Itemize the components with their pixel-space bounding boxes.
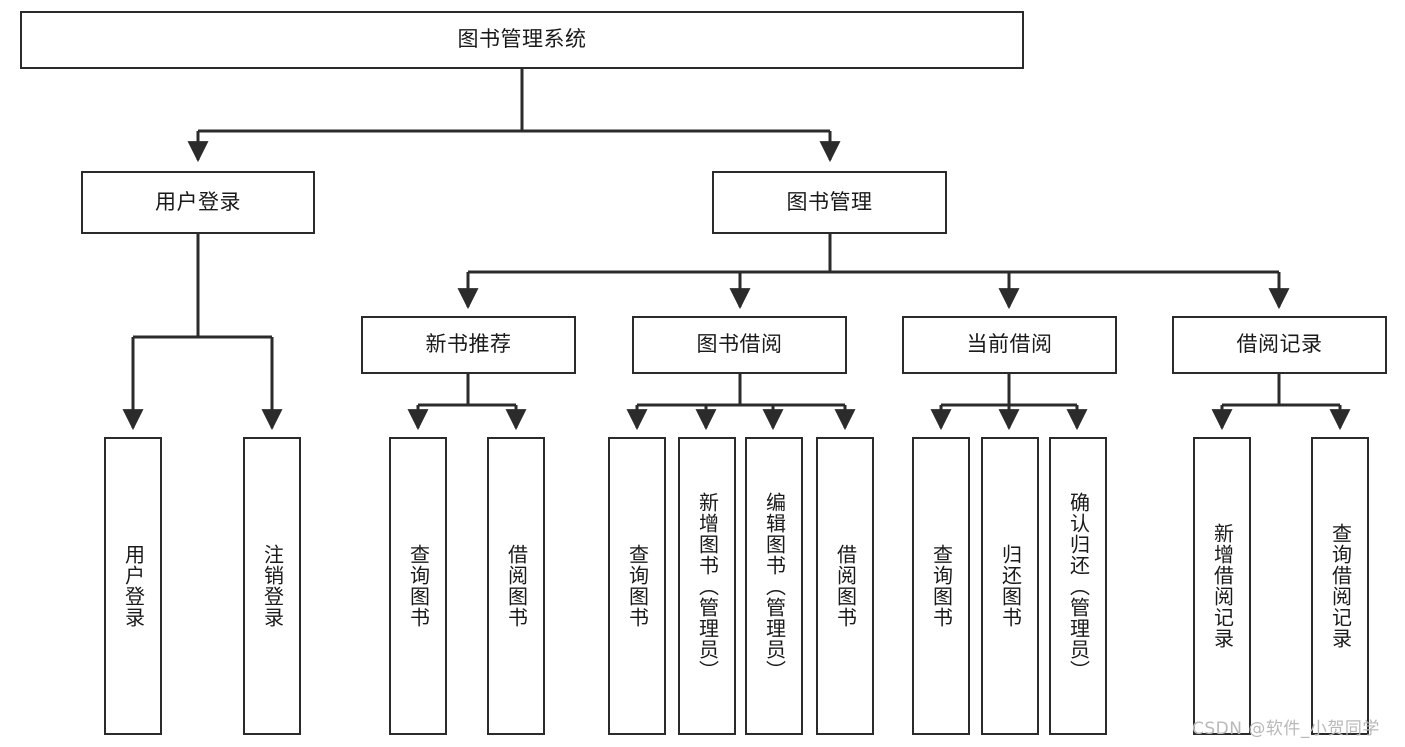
leaf-user-login[interactable]: 用户登录 — [104, 437, 162, 735]
node-borrow-record-label: 借阅记录 — [1236, 332, 1323, 357]
leaf-current-query-book[interactable]: 查询图书 — [912, 437, 970, 735]
leaf-borrow-query-book-label: 查询图书 — [625, 544, 650, 628]
leaf-user-login-label: 用户登录 — [121, 544, 146, 628]
node-book-borrow-label: 图书借阅 — [696, 332, 783, 357]
leaf-record-query[interactable]: 查询借阅记录 — [1311, 437, 1369, 735]
node-book-manage-label: 图书管理 — [786, 189, 873, 214]
node-borrow-record[interactable]: 借阅记录 — [1172, 316, 1387, 374]
leaf-record-add-label: 新增借阅记录 — [1210, 523, 1235, 649]
leaf-borrow-query-book[interactable]: 查询图书 — [608, 437, 666, 735]
leaf-borrow-add-book[interactable]: 新增图书（管理员） — [678, 437, 736, 735]
leaf-newbook-query-book-label: 查询图书 — [406, 544, 431, 628]
watermark: CSDN @软件_小贺同学 — [1192, 719, 1380, 739]
node-current-borrow-label: 当前借阅 — [966, 332, 1053, 357]
leaf-current-return-book-label: 归还图书 — [998, 544, 1023, 628]
node-user-login[interactable]: 用户登录 — [81, 171, 315, 234]
node-new-book-recommend-label: 新书推荐 — [425, 332, 512, 357]
node-root-label: 图书管理系统 — [457, 27, 587, 52]
leaf-current-confirm-return[interactable]: 确认归还（管理员） — [1049, 437, 1107, 735]
leaf-logout[interactable]: 注销登录 — [243, 437, 301, 735]
leaf-borrow-borrow-book-label: 借阅图书 — [833, 544, 858, 628]
leaf-borrow-add-book-label: 新增图书（管理员） — [695, 491, 720, 681]
leaf-borrow-edit-book-label: 编辑图书（管理员） — [762, 491, 787, 681]
leaf-current-query-book-label: 查询图书 — [929, 544, 954, 628]
leaf-current-return-book[interactable]: 归还图书 — [981, 437, 1039, 735]
leaf-current-confirm-return-label: 确认归还（管理员） — [1066, 491, 1091, 681]
node-user-login-label: 用户登录 — [155, 189, 241, 214]
leaf-borrow-edit-book[interactable]: 编辑图书（管理员） — [745, 437, 803, 735]
leaf-logout-label: 注销登录 — [260, 544, 285, 628]
node-current-borrow[interactable]: 当前借阅 — [902, 316, 1117, 374]
leaf-newbook-borrow-book-label: 借阅图书 — [504, 544, 529, 628]
leaf-record-add[interactable]: 新增借阅记录 — [1193, 437, 1251, 735]
node-root[interactable]: 图书管理系统 — [20, 11, 1024, 69]
node-new-book-recommend[interactable]: 新书推荐 — [361, 316, 576, 374]
leaf-newbook-borrow-book[interactable]: 借阅图书 — [487, 437, 545, 735]
leaf-newbook-query-book[interactable]: 查询图书 — [389, 437, 447, 735]
leaf-borrow-borrow-book[interactable]: 借阅图书 — [816, 437, 874, 735]
node-book-manage[interactable]: 图书管理 — [712, 171, 947, 234]
leaf-record-query-label: 查询借阅记录 — [1328, 523, 1353, 649]
node-book-borrow[interactable]: 图书借阅 — [632, 316, 847, 374]
